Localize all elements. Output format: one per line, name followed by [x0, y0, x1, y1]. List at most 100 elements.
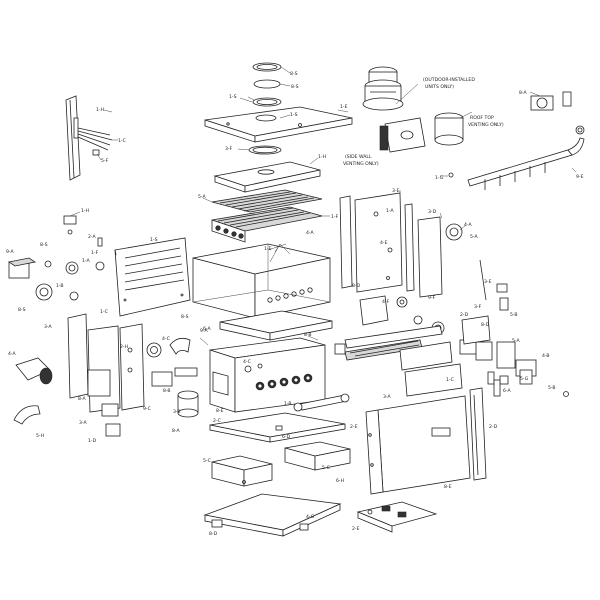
part-label: 9-A [6, 249, 14, 255]
part-label: 5-A [470, 234, 478, 240]
part-label: 2-H [120, 344, 128, 350]
part-label: 4-A [8, 351, 16, 357]
part-label: 4-A [306, 230, 314, 236]
base-tray [209, 412, 346, 443]
heat-exchanger [211, 206, 323, 243]
electrical-components [487, 341, 569, 397]
gasket-ring [248, 145, 282, 155]
part-label: 8-D [481, 322, 490, 328]
part-label: 1-H [318, 154, 326, 160]
vent-hood [13, 357, 53, 425]
note-side-line1: (SIDE WALL [345, 154, 372, 160]
part-label: 6-A [203, 326, 211, 332]
water-header-pipe [293, 393, 350, 412]
part-label: 9-A [200, 328, 208, 334]
part-label: 8-S [181, 314, 189, 320]
left-side-louvered-panel [114, 237, 191, 317]
left-corner-post [65, 95, 113, 181]
part-label: 2-D [489, 424, 498, 430]
part-label: 1-E [264, 246, 272, 252]
part-label: 4-A [464, 222, 472, 228]
ignition-control [399, 315, 493, 397]
leader-lines [69, 66, 577, 346]
part-label: 1-S [290, 112, 298, 118]
part-label: 8-D [352, 283, 361, 289]
part-label: 8-A [78, 396, 86, 402]
rear-frame [339, 192, 443, 298]
control-circuit-board [356, 501, 438, 533]
part-label: 9-F [428, 295, 436, 301]
right-side-rail [469, 387, 487, 481]
part-label: 3-D [428, 209, 437, 215]
part-label: 5-B [548, 385, 556, 391]
gas-manifold-pipe [448, 137, 585, 190]
part-label: 4-F [382, 299, 390, 305]
part-label: 8-S [291, 84, 299, 90]
gas-valve [530, 91, 585, 135]
part-label: 1-F [331, 214, 339, 220]
part-label: 5-F [101, 158, 109, 164]
part-label: 1-C [100, 309, 108, 315]
part-label: 5-H [36, 433, 44, 439]
blower-parts [146, 337, 199, 418]
part-label: 1-B [284, 401, 292, 407]
part-label: 6-D [282, 434, 291, 440]
part-label: 8-B [304, 332, 312, 338]
flue-transition [213, 161, 321, 193]
part-label: 4-B [542, 353, 550, 359]
note-roof-line2: VENTING ONLY) [468, 122, 504, 128]
note-roof-line1: ROOF TOP [470, 115, 494, 121]
part-label: 1-S [150, 237, 158, 243]
part-label: 8-E [216, 408, 224, 414]
part-label: 8-B [163, 388, 171, 394]
part-label: 8-D [209, 531, 218, 537]
heat-exchanger-fins [211, 189, 323, 213]
part-label: 8-S [40, 242, 48, 248]
burner-channel [334, 325, 443, 361]
part-label: 6-H [336, 478, 344, 484]
part-label: 5-A [198, 194, 206, 200]
part-label: 1-C [446, 377, 454, 383]
side-wall-vent [379, 117, 426, 153]
part-label: 1-H [96, 107, 104, 113]
part-label: 1-A [386, 208, 394, 214]
top-cover-panel [204, 106, 353, 143]
part-label: 3-A [383, 394, 391, 400]
part-label: 9-E [576, 174, 584, 180]
part-label: 8-A [519, 90, 527, 96]
combustion-chamber [192, 243, 331, 319]
part-label: 4-G [306, 514, 315, 520]
note-side-line2: VENTING ONLY) [343, 161, 379, 167]
note-outdoor-line2: UNITS ONLY) [425, 84, 454, 90]
part-label: 3-E [392, 188, 400, 194]
part-label: 9-C [143, 406, 151, 412]
part-label: 4-E [380, 240, 388, 246]
base-plate [203, 493, 342, 537]
part-label: 5-C [322, 465, 330, 471]
part-label: 1-F [91, 250, 99, 256]
part-label: 8-S [18, 307, 26, 313]
part-label: 1-D [88, 438, 97, 444]
part-label: 4-C [162, 336, 170, 342]
part-label: 1-S [229, 94, 237, 100]
part-label: 3-E [484, 279, 492, 285]
part-label: 5-G [520, 376, 529, 382]
part-label: 1-H [81, 208, 89, 214]
part-label: 2-E [352, 526, 360, 532]
pressure-switch [445, 223, 509, 311]
part-label: 5-B [510, 312, 518, 318]
part-label: 3-B [173, 409, 181, 415]
part-label: 2-C [213, 418, 221, 424]
part-label: 3-F [225, 146, 233, 152]
part-label: 3-A [44, 324, 52, 330]
left-lower-panels [67, 313, 145, 437]
part-label: 5-A [512, 338, 520, 344]
outdoor-vent-cap [362, 66, 404, 111]
part-label: 8-S [290, 71, 298, 77]
part-label: 5-C [203, 458, 211, 464]
part-label: 1-E [340, 104, 348, 110]
part-label: 2-A [88, 234, 96, 240]
part-label: 6-A [503, 388, 511, 394]
part-label: 1-B [56, 283, 64, 289]
roof-top-vent [434, 112, 464, 146]
